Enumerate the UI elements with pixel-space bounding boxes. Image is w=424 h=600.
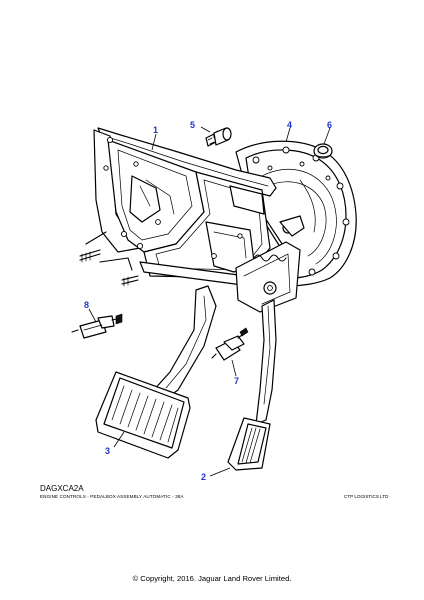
grommet-part-6 (313, 143, 333, 159)
brake-pedal-part-3 (95, 285, 217, 459)
pedal-box-bracket-part-1 (79, 127, 305, 313)
diagram-code: DAGXCA2A (40, 484, 84, 493)
brake-switch-part-7 (211, 327, 249, 361)
callout-4: 4 (287, 120, 292, 130)
leader-lines (88, 126, 331, 477)
callout-6: 6 (327, 120, 332, 130)
callout-1: 1 (153, 125, 158, 135)
switch-part-8 (71, 313, 123, 339)
callout-8: 8 (84, 300, 89, 310)
accelerator-pedal-part-2 (227, 299, 277, 471)
callout-2: 2 (201, 472, 206, 482)
fastener-part-5 (205, 127, 232, 147)
diagram-description: ENGINE CONTROLS - PEDALBOX ASSEMBLY AUTO… (40, 494, 184, 499)
publisher-label: CTP LOGISTICS LTD (344, 494, 389, 499)
callout-5: 5 (190, 120, 195, 130)
callout-3: 3 (105, 446, 110, 456)
copyright-footer: © Copyright, 2016. Jaguar Land Rover Lim… (132, 574, 292, 583)
callout-7: 7 (234, 376, 239, 386)
